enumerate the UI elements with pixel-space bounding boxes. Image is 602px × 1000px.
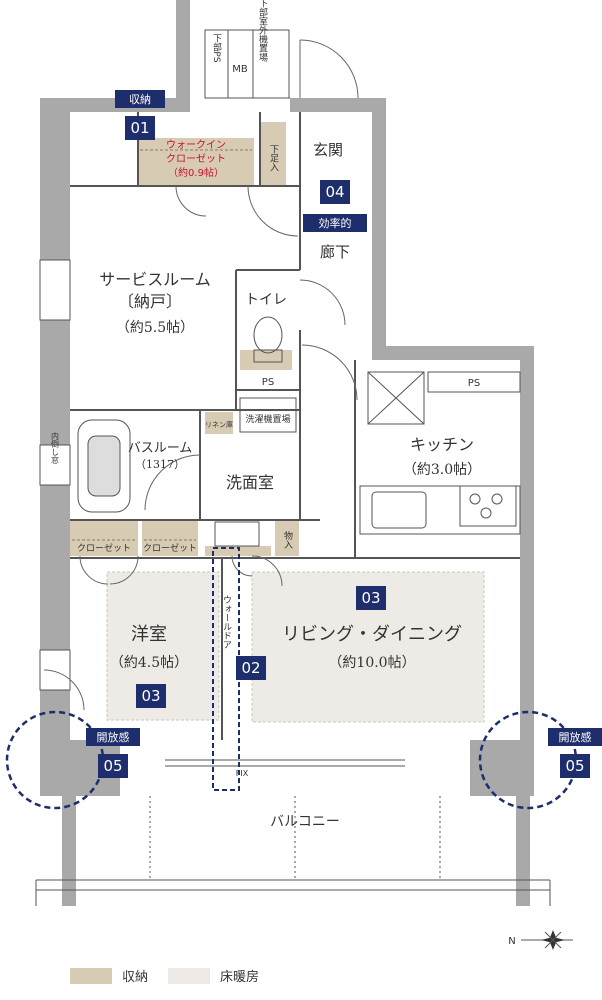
toilet-bowl	[253, 316, 283, 363]
room-service-name: サービスルーム	[99, 270, 211, 289]
fixture-mb: MB	[232, 64, 248, 75]
marker-02-bg	[236, 656, 266, 680]
room-toilet: トイレ	[245, 292, 287, 308]
marker-04-tag: 効率的	[319, 216, 352, 230]
storage-toilet-tank	[240, 350, 292, 370]
fixture-linen: リネン庫	[205, 420, 233, 429]
left-window-2	[39, 444, 71, 486]
fixture-fix: FIX	[236, 769, 249, 778]
compass-rose-icon	[521, 930, 573, 950]
marker-01-num: 01	[130, 119, 149, 137]
room-kitchen-size: （約3.0帖）	[403, 462, 481, 478]
marker-03-western-bg	[136, 684, 166, 708]
storage-shoe-box	[260, 122, 286, 186]
storage-linen	[205, 412, 233, 434]
marker-03-living-bg	[356, 586, 386, 610]
upper-utility	[204, 29, 290, 99]
wic-line-1: ウォークイン	[166, 139, 226, 151]
room-western-name: 洋室	[131, 624, 167, 645]
storage-closet-2	[142, 520, 198, 556]
fixture-ps-2: PS	[468, 378, 480, 389]
room-hallway: 廊下	[320, 243, 350, 261]
room-western-size: （約4.5帖）	[110, 655, 188, 671]
legend-heating-label: 床暖房	[220, 969, 259, 985]
marker-05-left-tag: 開放感	[97, 730, 130, 744]
storage-cupboard	[275, 520, 299, 556]
room-service-sub: 〔納戸〕	[118, 292, 182, 311]
laundry-space	[214, 397, 297, 547]
marker-01-tag: 収納	[129, 93, 151, 106]
room-kitchen-name: キッチン	[410, 435, 474, 454]
room-bathroom-size: （1317）	[135, 458, 185, 471]
fixture-ps-1: PS	[262, 377, 274, 388]
storage-closet-1	[70, 520, 138, 556]
fixture-storage: 物入	[282, 530, 293, 549]
room-balcony: バルコニー	[270, 814, 340, 830]
fixture-closet-2: クローゼット	[143, 542, 197, 554]
legend-heating-swatch	[168, 968, 210, 984]
marker-05-left-bg	[98, 754, 128, 778]
marker-05-right-tag-bg	[548, 728, 602, 746]
room-living-name: リビング・ダイニング	[282, 624, 462, 645]
marker-04-tag-bg	[303, 214, 367, 232]
marker-01-bg	[125, 116, 155, 140]
marker-03-living-num: 03	[361, 589, 380, 607]
fixture-lower-ps: 下部PS	[211, 33, 222, 62]
wic-line-3: （約0.9帖）	[168, 166, 224, 179]
marker-04-num: 04	[325, 183, 344, 201]
door-swings	[43, 39, 359, 711]
kitchen-counter	[359, 371, 521, 535]
fixture-closet-1: クローゼット	[77, 542, 131, 554]
room-service-size: （約5.5帖）	[116, 320, 194, 336]
fixture-walk-door: ウォールドア	[221, 595, 232, 649]
room-washroom: 洗面室	[226, 473, 274, 492]
marker-05-right-tag: 開放感	[559, 730, 592, 744]
marker-05-right-num: 05	[565, 757, 584, 775]
marker-04-bg	[320, 180, 350, 204]
closet-rails	[72, 149, 252, 541]
marker-02-num: 02	[241, 659, 260, 677]
wic-line-2: クローゼット	[166, 153, 226, 165]
storage-walk-in-closet	[138, 138, 254, 186]
marker-01-tag-bg	[115, 90, 165, 108]
marker-05-right-bg	[560, 754, 590, 778]
left-window-1	[39, 259, 71, 321]
fixture-shoe-box: 下足入	[268, 145, 279, 172]
room-bathroom-name: バスルーム	[128, 441, 193, 456]
fixture-lower-outdoor-unit: 下部室外機置場	[257, 0, 268, 62]
balcony-sash	[165, 759, 405, 767]
fixture-laundry: 洗濯機置場	[245, 413, 290, 425]
marker-05-left-tag-bg	[86, 728, 140, 746]
marker-05-left-num: 05	[103, 757, 122, 775]
legend-storage-label: 収納	[122, 970, 148, 985]
compass-label: N	[508, 936, 515, 947]
bathtub	[77, 419, 131, 513]
room-entrance: 玄関	[313, 141, 343, 159]
legend-storage-swatch	[70, 968, 112, 984]
fixture-window-bar: 内倒し窓	[51, 431, 60, 464]
marker-03-western-num: 03	[141, 687, 160, 705]
balcony-rail	[35, 796, 551, 906]
room-living-size: （約10.0帖）	[328, 655, 415, 671]
